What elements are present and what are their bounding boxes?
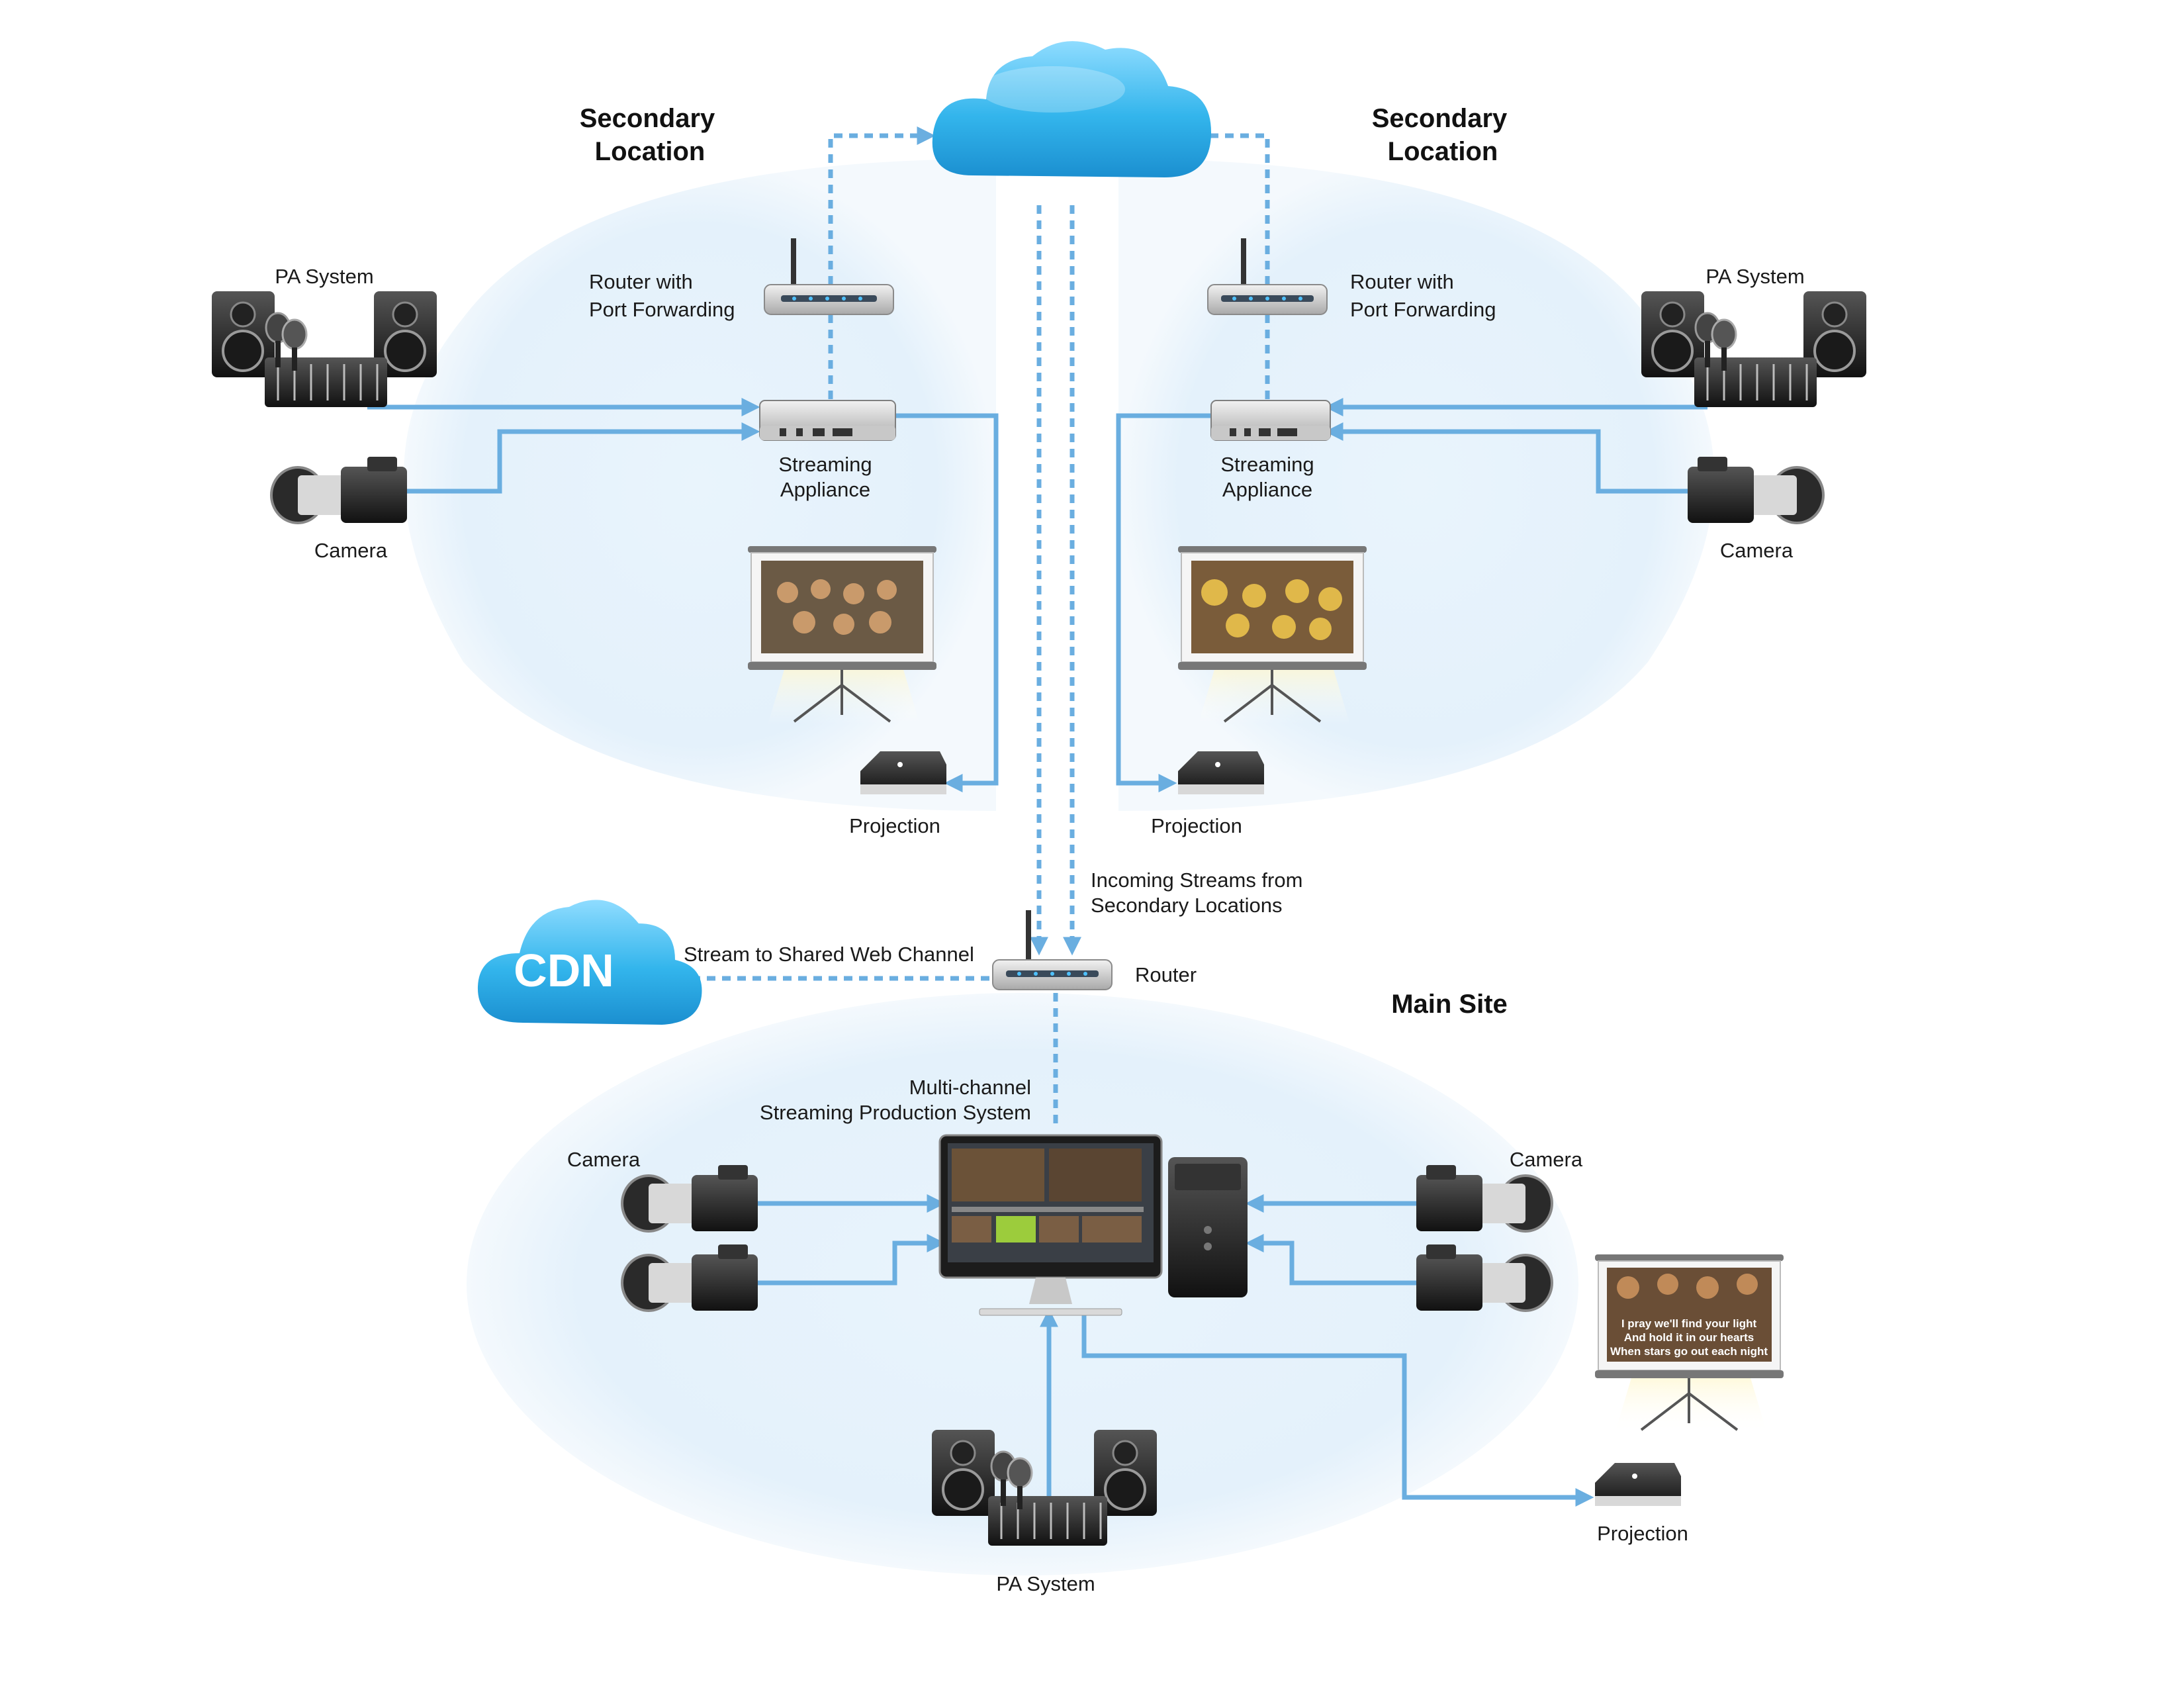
- internet-cloud-icon: [932, 41, 1211, 178]
- camera-icon: [1688, 457, 1825, 524]
- screen-lyric-line: And hold it in our hearts: [1624, 1331, 1754, 1344]
- camera-label-left: Camera: [314, 539, 388, 562]
- pa-system-label-main: PA System: [996, 1572, 1095, 1595]
- pa-system-label-right: PA System: [1706, 265, 1804, 288]
- screen-lyric-line: I pray we'll find your light: [1621, 1317, 1757, 1330]
- camera-label-main-right: Camera: [1510, 1148, 1583, 1171]
- screen-lyric-line: When stars go out each night: [1610, 1345, 1768, 1358]
- router-icon: [1207, 238, 1328, 315]
- projector-icon: [860, 751, 946, 794]
- projection-screen-icon: I pray we'll find your light And hold it…: [1595, 1254, 1784, 1433]
- cdn-cloud-icon: CDN: [477, 900, 702, 1025]
- main-site-zone: [467, 993, 1578, 1575]
- production-system-monitor-icon: [938, 1134, 1163, 1316]
- projection-screen-icon: [748, 546, 936, 725]
- pa-system-icon: [1641, 291, 1866, 407]
- camera-icon: [1416, 1165, 1553, 1233]
- projection-label-main: Projection: [1597, 1522, 1688, 1545]
- stream-shared-label: Stream to Shared Web Channel: [684, 943, 974, 966]
- camera-label-main-left: Camera: [567, 1148, 641, 1171]
- pa-system-label-left: PA System: [275, 265, 373, 288]
- cdn-label: CDN: [514, 945, 614, 996]
- projection-screen-icon: [1178, 546, 1367, 725]
- projection-label-right: Projection: [1151, 814, 1242, 837]
- router-label-main: Router: [1135, 963, 1197, 986]
- pa-system-icon: [212, 291, 437, 407]
- projector-icon: [1178, 751, 1264, 794]
- projection-label-left: Projection: [849, 814, 940, 837]
- main-site-title: Main Site: [1391, 990, 1508, 1019]
- camera-label-right: Camera: [1720, 539, 1794, 562]
- computer-tower-icon: [1168, 1157, 1248, 1297]
- router-icon: [992, 910, 1113, 990]
- streaming-appliance-icon: [1210, 400, 1331, 441]
- connectors: [367, 126, 1707, 1516]
- pa-system-icon: [932, 1430, 1157, 1546]
- projector-icon: [1595, 1463, 1681, 1506]
- streaming-appliance-icon: [759, 400, 896, 441]
- router-icon: [764, 238, 894, 315]
- camera-icon: [621, 1244, 758, 1312]
- camera-icon: [1416, 1244, 1553, 1312]
- camera-icon: [270, 457, 407, 524]
- camera-icon: [621, 1165, 758, 1233]
